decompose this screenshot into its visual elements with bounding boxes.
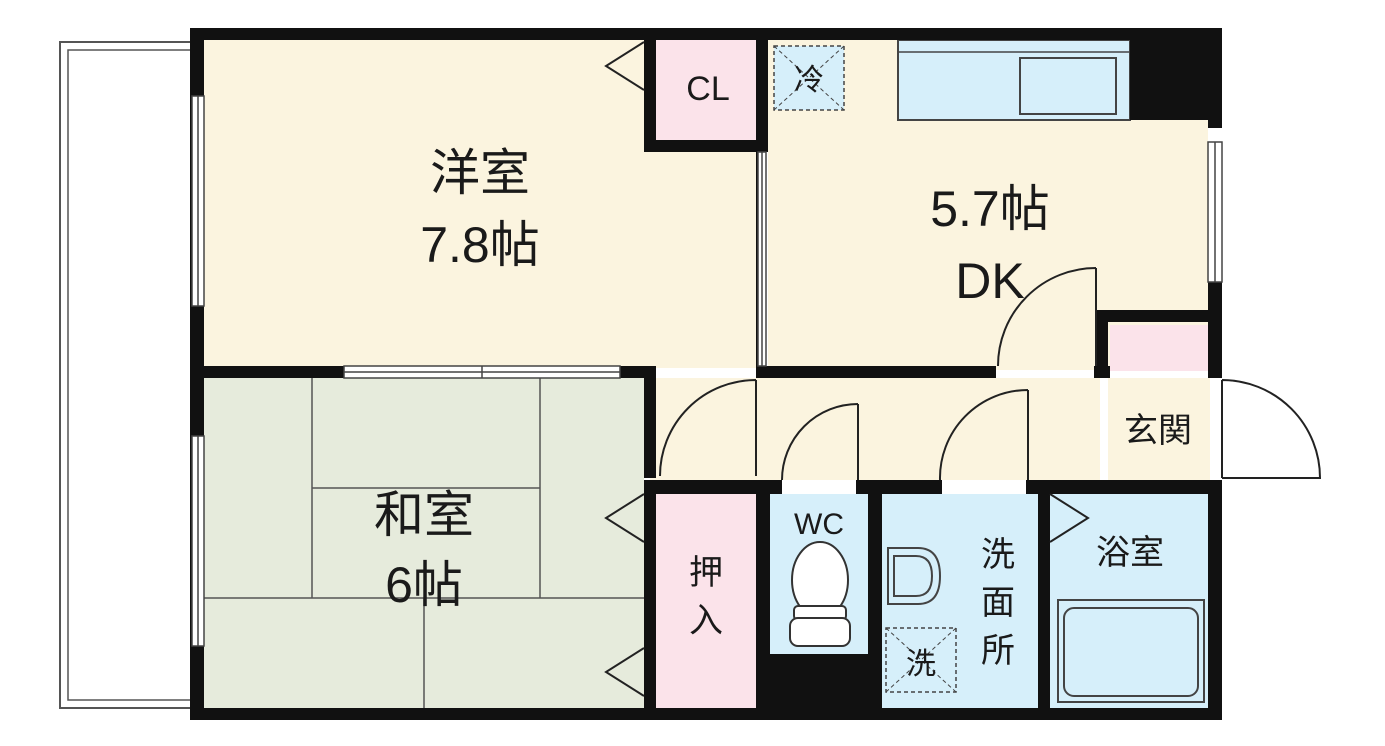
balcony <box>59 41 193 709</box>
swing-doors <box>659 267 1322 481</box>
windows <box>191 95 1223 647</box>
oshiire-label-2: 入 <box>689 602 723 640</box>
wc-label: WC <box>794 508 844 541</box>
closet-floor <box>656 40 756 140</box>
washroom-label-3: 所 <box>981 632 1015 670</box>
oshiire-floor <box>656 494 756 708</box>
bathtub <box>1057 599 1205 703</box>
kitchen-counter <box>897 39 1131 121</box>
entrance-floor <box>1108 378 1210 480</box>
genkan-storage <box>1110 325 1210 371</box>
japanese-room-name: 和室 <box>374 487 474 543</box>
western-room-name: 洋室 <box>430 145 530 201</box>
japanese-room-size: 6帖 <box>385 557 463 613</box>
fridge-space <box>773 45 845 111</box>
oshiire-label-1: 押 <box>689 554 723 592</box>
dk-name: DK <box>955 253 1024 309</box>
tatami-lines <box>204 378 644 708</box>
fridge-label: 冷 <box>794 64 824 97</box>
washroom-label-2: 面 <box>981 584 1015 622</box>
wash-basin <box>887 547 942 605</box>
closet-door-marks <box>604 41 1090 697</box>
washroom-label-1: 洗 <box>981 536 1015 574</box>
entrance-label: 玄関 <box>1124 412 1192 450</box>
closet-label: CL <box>686 70 729 108</box>
bath-label: 浴室 <box>1096 534 1164 572</box>
washer-label: 洗 <box>906 648 936 681</box>
toilet <box>789 541 851 647</box>
hallway-floor <box>650 378 1100 480</box>
dk-size: 5.7帖 <box>930 181 1050 237</box>
washer-space <box>885 627 957 693</box>
western-room-size: 7.8帖 <box>420 217 540 273</box>
